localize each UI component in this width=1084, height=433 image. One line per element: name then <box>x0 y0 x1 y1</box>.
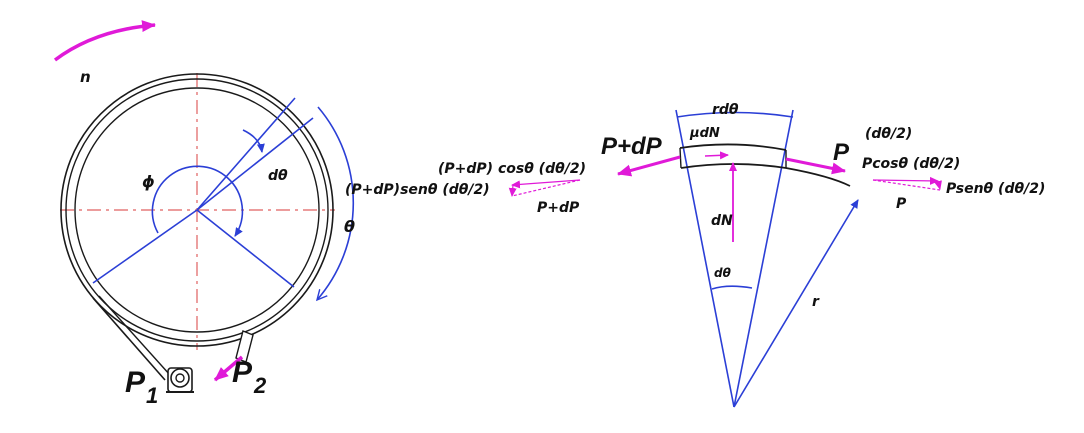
label-dtheta-bottom: dθ <box>714 266 731 280</box>
label-p-plus-dp-sen: (P+dP)senθ (dθ/2) <box>345 182 490 198</box>
wedge-ray-radius <box>733 199 859 408</box>
label-mu-dn: μdN <box>689 126 720 141</box>
label-p-sen: Psenθ (dθ/2) <box>946 181 1045 197</box>
rotation-arrow <box>53 20 156 62</box>
phi-arc <box>151 165 244 237</box>
wedge-ray-left <box>675 109 735 408</box>
label-dn: dN <box>711 213 733 229</box>
band-element-left-edge <box>679 147 682 169</box>
label-phi: ϕ <box>142 172 155 191</box>
dtheta-arc-bottom <box>711 285 753 290</box>
label-n: n <box>80 68 91 86</box>
p-force-arrow <box>785 157 846 175</box>
p2-force-arrow <box>213 355 244 382</box>
label-dtheta-half-top: (dθ/2) <box>865 126 912 142</box>
ray-lower-right <box>196 209 295 288</box>
p-plus-dp-force-arrow <box>617 155 681 177</box>
component-arrow-cos-left <box>511 179 581 189</box>
ray-upper-right-1 <box>196 117 314 211</box>
svg-text:2: 2 <box>253 373 267 398</box>
component-arrow-resultant-right <box>872 179 941 191</box>
svg-text:P: P <box>232 356 253 389</box>
label-p-plus-dp-main: P+dP <box>601 133 663 160</box>
ray-upper-right-2 <box>196 97 296 211</box>
label-dtheta-left: dθ <box>268 168 288 184</box>
band-inner-circle <box>65 78 329 342</box>
component-arrow-cos-right <box>872 176 939 185</box>
element-diagram: r rdθ μdN dN dθ P+dP P (dθ/2) <box>601 102 912 408</box>
drum-group: n ϕ dθ θ <box>53 20 355 408</box>
label-p-plus-dp-cos: (P+dP) cosθ (dθ/2) <box>438 161 586 177</box>
band-left-tail-outer <box>92 297 166 381</box>
svg-text:P: P <box>125 366 146 399</box>
component-arrow-sen-right <box>934 180 942 190</box>
theta-arc <box>317 106 355 300</box>
dtheta-arc-left <box>242 129 265 153</box>
label-p2: P 2 <box>232 356 267 398</box>
r-dtheta-dimension <box>676 111 794 118</box>
ray-lower-left <box>92 209 198 284</box>
band-outer-circle <box>60 73 334 347</box>
band-element-outer <box>679 143 787 151</box>
label-r: r <box>812 294 820 310</box>
label-p-small: P <box>896 196 907 212</box>
label-p-plus-dp-small: P+dP <box>537 200 580 216</box>
component-arrow-resultant-left <box>511 179 581 197</box>
component-arrow-sen-left <box>508 184 517 197</box>
svg-text:1: 1 <box>146 383 158 408</box>
label-theta: θ <box>344 217 355 236</box>
pivot-anchor <box>166 367 194 393</box>
band-right-tail <box>235 330 254 363</box>
right-force-components: Pcosθ (dθ/2) Psenθ (dθ/2) P <box>862 156 1045 212</box>
label-p-cos: Pcosθ (dθ/2) <box>862 156 960 172</box>
wedge-ray-right <box>733 109 794 408</box>
label-p-main: P <box>833 139 850 166</box>
label-r-dtheta: rdθ <box>712 102 739 118</box>
band-left-tail-inner <box>98 295 171 376</box>
label-p1: P 1 <box>125 366 158 408</box>
friction-arrow <box>704 151 729 160</box>
drum-circle <box>74 87 320 333</box>
left-force-components: (P+dP) cosθ (dθ/2) (P+dP)senθ (dθ/2) P+d… <box>345 161 586 216</box>
